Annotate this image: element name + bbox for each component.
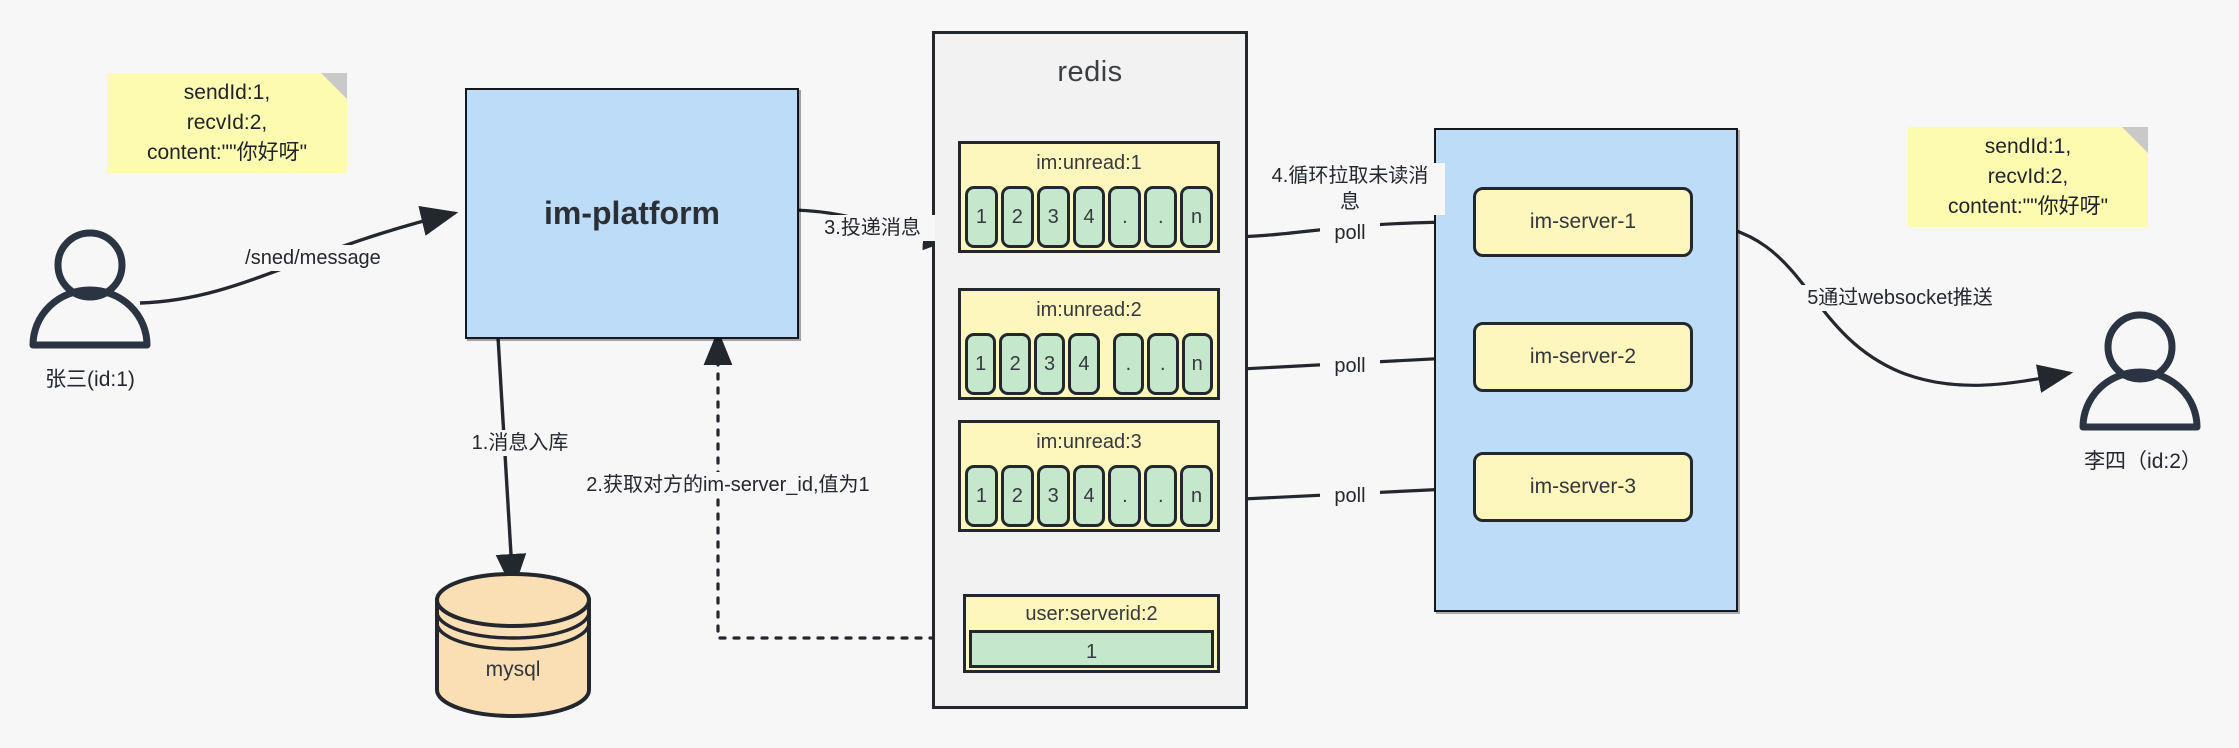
- list-cell: .: [1147, 333, 1179, 395]
- edge-label-poll-1: poll: [1320, 220, 1380, 246]
- redis-list-key: im:unread:2: [961, 291, 1217, 329]
- redis-title: redis: [1057, 56, 1123, 88]
- edge-label-step5: 5通过websocket推送: [1785, 285, 2015, 311]
- list-cell: 2: [1000, 465, 1034, 527]
- edge-label-step4: 4.循环拉取未读消 息: [1255, 163, 1445, 215]
- list-cell: 4: [1072, 186, 1106, 248]
- note-receiver-payload: sendId:1, recvId:2, content:""你好呀": [1908, 127, 2148, 227]
- list-cell: 1: [965, 186, 998, 248]
- redis-list-im-unread-1[interactable]: im:unread:1 1 2 3 4 . . n: [958, 141, 1220, 253]
- edge-label-step1: 1.消息入库: [455, 430, 585, 456]
- im-server-3-node[interactable]: im-server-3: [1473, 452, 1693, 522]
- list-cell: n: [1181, 333, 1213, 395]
- redis-list-key: im:unread:3: [961, 423, 1217, 461]
- sender-actor-label: 张三(id:1): [45, 368, 135, 391]
- list-cell: .: [1144, 186, 1178, 248]
- sender-actor-icon: [29, 229, 151, 349]
- im-platform-label: im-platform: [544, 195, 720, 231]
- edge-label-poll-2: poll: [1320, 353, 1380, 379]
- list-cell: 2: [1000, 186, 1034, 248]
- redis-list-cells: 1 2 3 4 . . n: [965, 186, 1214, 248]
- im-server-1-node[interactable]: im-server-1: [1473, 187, 1693, 257]
- list-cell: n: [1180, 465, 1214, 527]
- redis-list-cells: 1 2 3 4 . . n: [965, 465, 1214, 527]
- list-cell: 1: [965, 333, 997, 395]
- list-cell: .: [1112, 333, 1145, 395]
- note-receiver-payload-text: sendId:1, recvId:2, content:""你好呀": [1947, 135, 2109, 218]
- im-server-3-label: im-server-3: [1529, 475, 1637, 498]
- list-cell: 4: [1072, 465, 1106, 527]
- im-server-2-node[interactable]: im-server-2: [1473, 322, 1693, 392]
- redis-list-im-unread-3[interactable]: im:unread:3 1 2 3 4 . . n: [958, 420, 1220, 532]
- redis-kv-value: 1: [969, 630, 1214, 668]
- im-server-2-label: im-server-2: [1529, 345, 1637, 368]
- redis-list-im-unread-2[interactable]: im:unread:2 1 2 3 4 . . n: [958, 288, 1220, 400]
- mysql-database-icon: [435, 572, 591, 718]
- receiver-actor-label: 李四（id:2）: [2084, 450, 2202, 473]
- redis-list-cells: 1 2 3 4 . . n: [965, 333, 1213, 395]
- list-cell: .: [1108, 465, 1142, 527]
- note-fold-icon: [2122, 127, 2148, 153]
- redis-kv-user-serverid[interactable]: user:serverid:2 1: [963, 594, 1220, 673]
- list-cell: 2: [999, 333, 1031, 395]
- list-cell: 3: [1036, 465, 1070, 527]
- edge-label-step2: 2.获取对方的im-server_id,值为1: [578, 472, 878, 498]
- mysql-label: mysql: [485, 658, 541, 681]
- list-cell: .: [1144, 465, 1178, 527]
- edge-label-step3: 3.投递消息: [810, 215, 935, 241]
- im-platform-box[interactable]: im-platform: [465, 88, 799, 339]
- receiver-actor-icon: [2079, 311, 2201, 431]
- edge-label-poll-3: poll: [1320, 483, 1380, 509]
- list-cell: 4: [1068, 333, 1100, 395]
- list-cell: 3: [1036, 186, 1070, 248]
- list-cell: n: [1180, 186, 1214, 248]
- note-fold-icon: [321, 73, 347, 99]
- im-server-1-label: im-server-1: [1529, 210, 1637, 233]
- note-sender-payload-text: sendId:1, recvId:2, content:""你好呀": [146, 81, 308, 164]
- list-cell: 3: [1033, 333, 1066, 395]
- redis-list-key: im:unread:1: [961, 144, 1217, 182]
- list-cell: 1: [965, 465, 998, 527]
- list-cell: .: [1108, 186, 1142, 248]
- note-sender-payload: sendId:1, recvId:2, content:""你好呀": [107, 73, 347, 173]
- edge-label-send-message: /sned/message: [228, 245, 398, 271]
- redis-kv-key: user:serverid:2: [1025, 603, 1158, 625]
